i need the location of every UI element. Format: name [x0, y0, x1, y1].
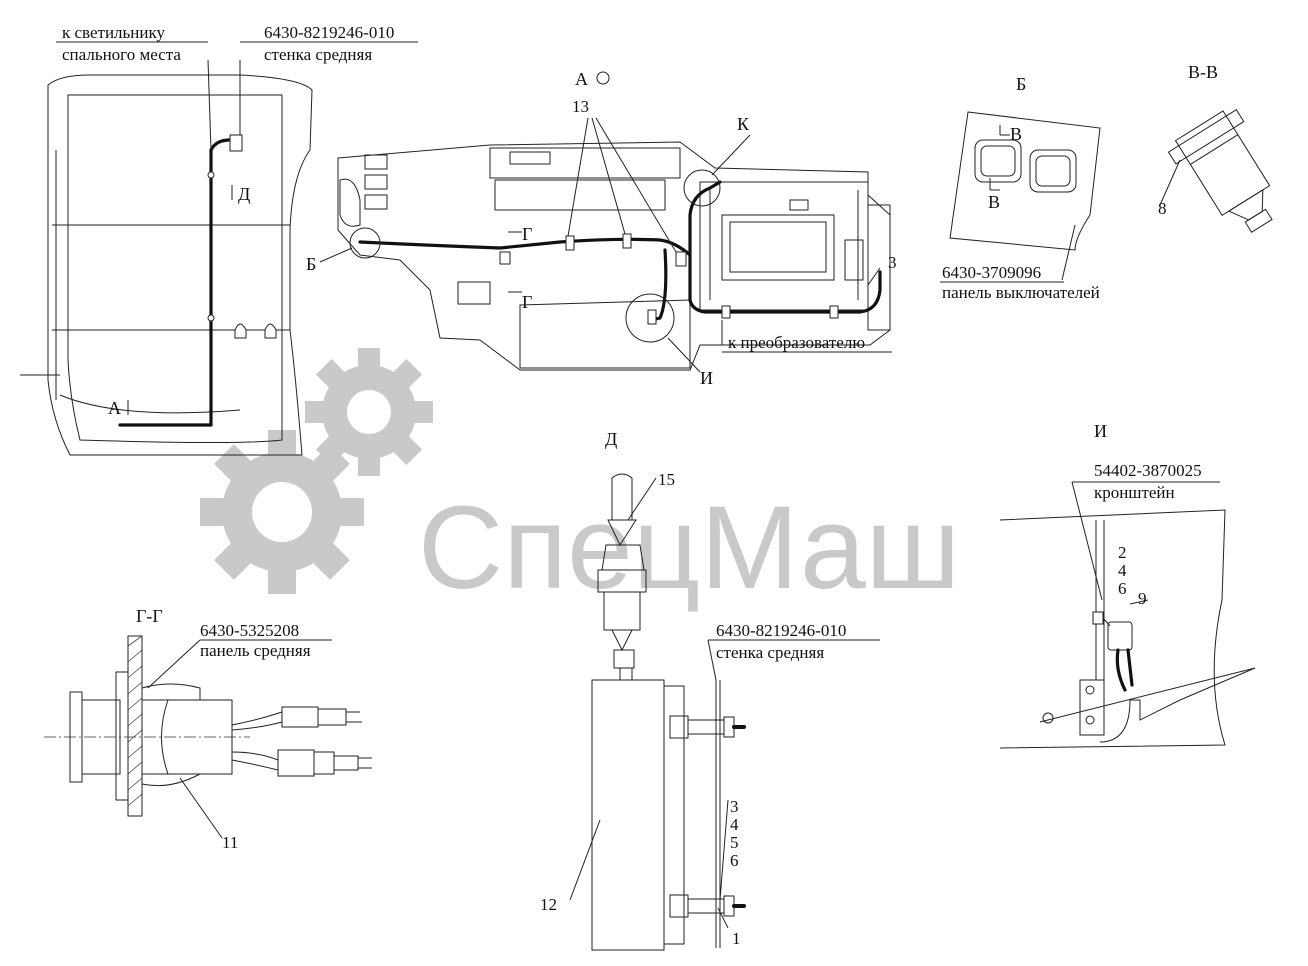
- callout-d-stack-2: 4: [730, 815, 739, 834]
- view-title-b: Б: [1016, 74, 1026, 94]
- watermark-text: СпецМаш: [418, 482, 960, 614]
- part-number-middle-panel: 6430-5325208: [200, 621, 299, 640]
- view-title-vv: В-В: [1188, 62, 1218, 82]
- callout-3: 3: [888, 253, 897, 272]
- callout-13: 13: [572, 97, 589, 116]
- part-number-wall-top: 6430-8219246-010: [264, 23, 394, 42]
- part-number-bracket: 54402-3870025: [1094, 461, 1202, 480]
- view-title-d: Д: [605, 429, 617, 449]
- label-to-sleeper-lamp-line2: спального места: [62, 45, 181, 64]
- watermark-gear-large-icon: [200, 430, 364, 594]
- converter-view-d: [569, 473, 746, 951]
- section-mark-v-bottom: В: [988, 192, 1000, 212]
- view-title-gg: Г-Г: [136, 606, 163, 626]
- callout-d-stack-4: 6: [730, 851, 739, 870]
- callout-11: 11: [222, 833, 238, 852]
- label-to-sleeper-lamp-line1: к светильнику: [62, 23, 166, 42]
- watermark-logo: СпецМаш: [200, 348, 960, 614]
- detail-label-k: К: [737, 114, 750, 134]
- cab-wall-view: [20, 59, 313, 456]
- callout-i-stack-2: 4: [1118, 561, 1127, 580]
- watermark-gear-small-icon: [305, 348, 433, 476]
- part-desc-wall-d: стенка средняя: [716, 643, 824, 662]
- callout-1: 1: [732, 929, 741, 948]
- section-mark-v-top: В: [1010, 124, 1022, 144]
- dashboard-view-a: [319, 117, 891, 373]
- callout-9: 9: [1138, 589, 1147, 608]
- callout-d-stack-1: 3: [730, 797, 739, 816]
- callout-i-stack-1: 2: [1118, 543, 1127, 562]
- part-desc-middle-panel: панель средняя: [200, 641, 311, 660]
- switch-panel-detail: [949, 111, 1101, 281]
- view-title-i: И: [1094, 421, 1107, 441]
- detail-label-b: Б: [306, 254, 316, 274]
- callout-i-stack-3: 6: [1118, 579, 1127, 598]
- callout-12: 12: [540, 895, 557, 914]
- view-title-a: А: [575, 69, 588, 89]
- callout-15: 15: [658, 470, 675, 489]
- arrow-label-d: Д: [238, 184, 250, 204]
- callout-d-stack-3: 5: [730, 833, 739, 852]
- part-desc-wall-top: стенка средняя: [264, 45, 372, 64]
- label-to-converter: к преобразователю: [728, 333, 865, 352]
- part-number-wall-d: 6430-8219246-010: [716, 621, 846, 640]
- part-desc-switch-panel: панель выключателей: [942, 283, 1100, 302]
- section-gg-view: [44, 635, 372, 839]
- view-a-marker-icon: [596, 71, 610, 85]
- section-vv-view: [1159, 109, 1273, 233]
- arrow-label-a: А: [108, 398, 121, 418]
- section-label-g-bottom: Г: [522, 292, 532, 312]
- part-desc-bracket: кронштейн: [1094, 483, 1175, 502]
- part-number-switch-panel: 6430-3709096: [942, 263, 1041, 282]
- detail-label-i: И: [700, 368, 713, 388]
- bracket-detail-i: [999, 481, 1256, 749]
- callout-8: 8: [1158, 199, 1167, 218]
- section-label-g-top: Г: [522, 224, 532, 244]
